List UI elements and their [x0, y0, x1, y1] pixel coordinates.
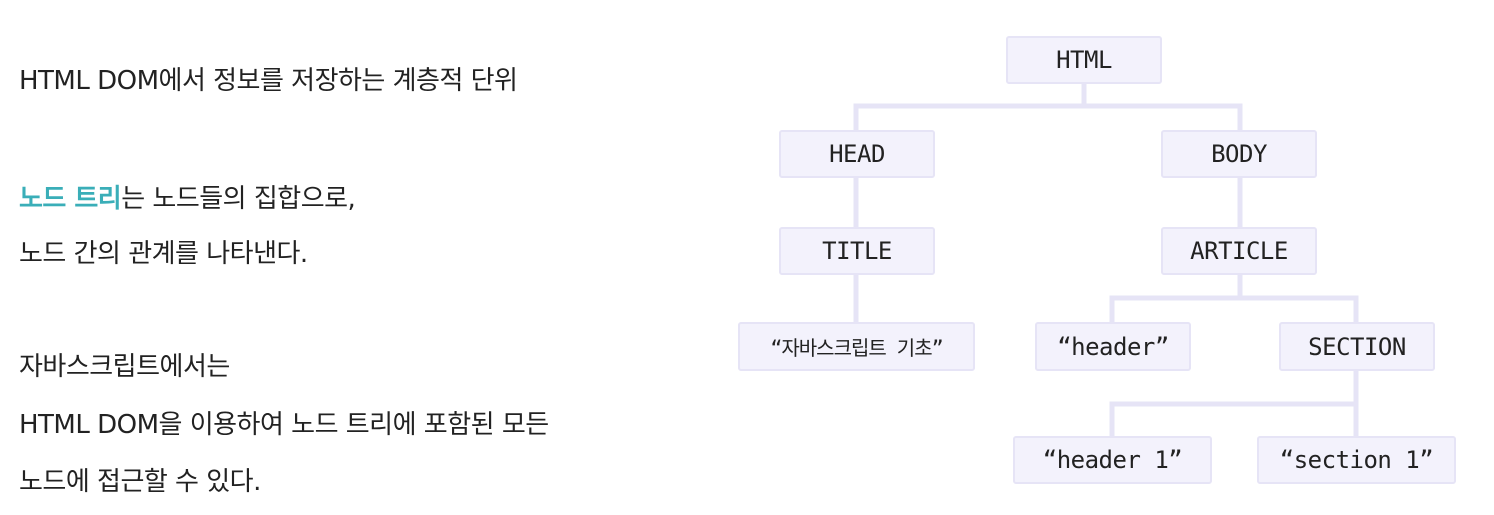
node-header1-text: “header 1”: [1013, 436, 1212, 484]
description-line-2-rest: 는 노드들의 집합으로,: [121, 184, 356, 214]
node-title: TITLE: [779, 227, 935, 275]
node-body: BODY: [1161, 130, 1317, 178]
description-line-4: 자바스크립트에서는: [19, 352, 230, 382]
connector-html-children: [853, 81, 1243, 133]
node-html: HTML: [1006, 36, 1162, 84]
description-line-1: HTML DOM에서 정보를 저장하는 계층적 단위: [19, 66, 518, 96]
node-section1-text: “section 1”: [1257, 436, 1456, 484]
description-line-5: HTML DOM을 이용하여 노드 트리에 포함된 모든: [19, 410, 549, 440]
description-line-3: 노드 간의 관계를 나타낸다.: [19, 239, 308, 269]
connector-article-children: [1109, 272, 1359, 325]
node-title-text: “자바스크립트 기초”: [738, 322, 975, 371]
node-header-text: “header”: [1035, 322, 1191, 371]
node-head: HEAD: [779, 130, 935, 178]
description-line-2: 노드 트리는 노드들의 집합으로,: [19, 182, 356, 216]
node-article: ARTICLE: [1161, 227, 1317, 275]
node-section: SECTION: [1279, 322, 1435, 371]
node-tree-term: 노드 트리: [19, 184, 122, 214]
connector-section-children: [1109, 367, 1359, 439]
description-line-6: 노드에 접근할 수 있다.: [19, 467, 261, 497]
